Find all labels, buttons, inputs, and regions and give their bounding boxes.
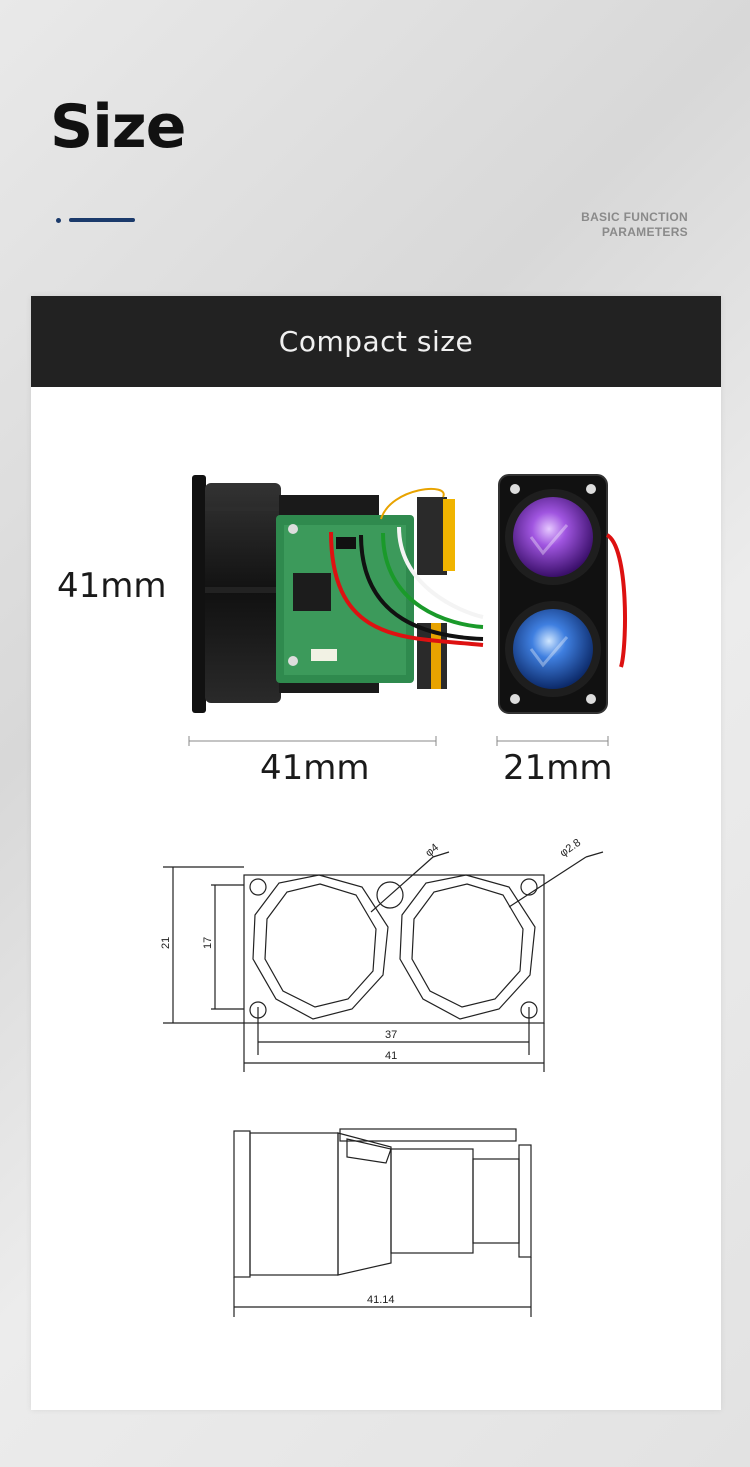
dim-height-17: 17	[202, 937, 214, 949]
photo-dim-lines	[188, 736, 609, 746]
section-subtitle: BASIC FUNCTION PARAMETERS	[581, 210, 688, 240]
subtitle-line-2: PARAMETERS	[601, 225, 688, 239]
card-title: Compact size	[278, 325, 474, 358]
dim-length-41-14: 41.14	[367, 1294, 395, 1306]
dim-dia-2-8: φ2.8	[558, 837, 583, 860]
page-title: Size	[50, 92, 186, 162]
dim-width-37: 37	[385, 1029, 397, 1041]
front-technical-drawing	[163, 851, 604, 1072]
size-card: Compact size	[31, 296, 721, 1410]
photo-length-label: 41mm	[260, 748, 370, 788]
photo-height-label: 41mm	[57, 566, 167, 606]
accent-dot	[56, 218, 61, 223]
photo-width-label: 21mm	[503, 748, 613, 788]
subtitle-line-1: BASIC FUNCTION	[581, 210, 688, 224]
card-header: Compact size	[31, 296, 721, 387]
side-technical-drawing	[233, 1128, 532, 1317]
module-side-view	[192, 475, 484, 713]
product-photo: 21 17 37 41 φ4 φ2.8 41.14	[160, 474, 628, 1317]
module-front-view	[498, 474, 628, 714]
dim-dia-4: φ4	[423, 842, 441, 860]
dim-height-21: 21	[160, 937, 172, 949]
accent-bar	[69, 218, 135, 222]
dim-width-41: 41	[385, 1050, 397, 1062]
